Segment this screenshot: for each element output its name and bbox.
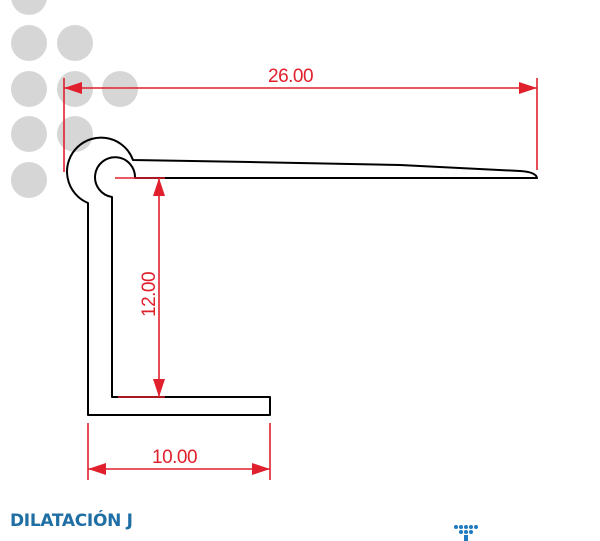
dimension-lines	[63, 78, 538, 480]
drawing-title: DILATACIÓN J	[10, 511, 133, 531]
dimension-label-height: 12.00	[139, 272, 160, 317]
dimension-label-overall-width: 26.00	[268, 66, 313, 87]
dimension-label-base-width: 10.00	[152, 447, 197, 468]
decorative-dot-pattern	[11, 0, 138, 198]
j-profile-outline	[66, 136, 538, 416]
company-logo-icon	[454, 525, 478, 541]
